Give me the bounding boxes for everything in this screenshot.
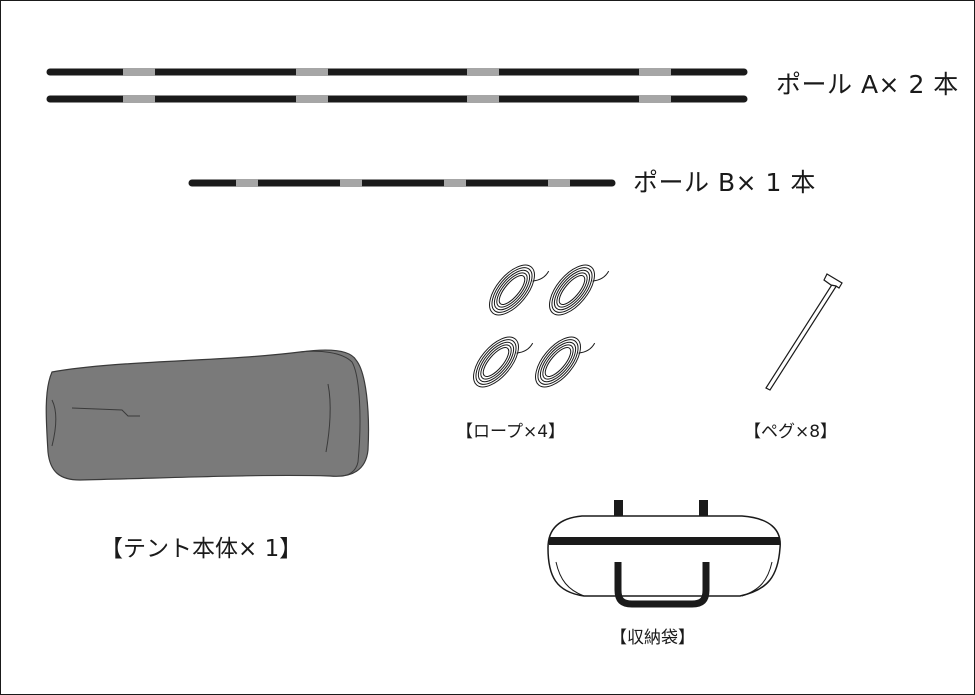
pole-b-label: ポール B× 1 本 (633, 168, 816, 197)
pole-b-icon (188, 179, 616, 187)
pole-a-label: ポール A× 2 本 (776, 70, 959, 99)
tent-body-label: 【テント本体× 1】 (100, 536, 303, 562)
tent-body-icon (45, 349, 370, 481)
storage-bag-label: 【収納袋】 (610, 628, 695, 648)
rope-icon (473, 264, 610, 388)
storage-bag-icon (547, 500, 781, 608)
peg-icon (765, 273, 843, 391)
rope-label: 【ロープ×4】 (456, 422, 566, 442)
peg-label: 【ペグ×8】 (744, 422, 838, 442)
pole-a-icon (46, 68, 748, 103)
